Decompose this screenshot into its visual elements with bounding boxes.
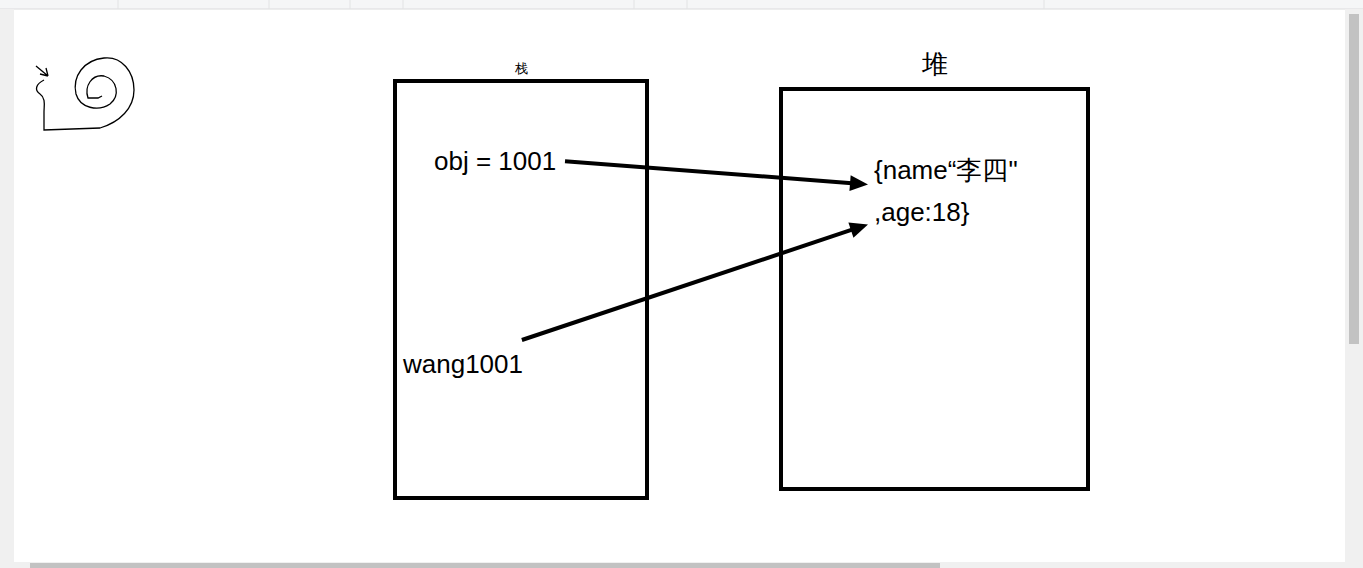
node-text: obj = 1001 <box>434 146 556 176</box>
arrow-head <box>849 175 868 191</box>
box-heading: 栈 <box>397 60 645 78</box>
toolbar-separators <box>118 0 1044 9</box>
box-heading: 堆 <box>783 47 1086 82</box>
toolbar-border <box>0 9 1363 10</box>
snail-doodle <box>36 58 134 130</box>
canvas-margin <box>0 9 14 568</box>
scroll-thumb <box>1349 14 1359 344</box>
arrow-line <box>522 229 853 340</box>
arrow-line <box>565 161 852 183</box>
vertical-scrollbar <box>1345 9 1363 568</box>
reference-arrow <box>522 223 868 340</box>
heap-box: 堆{name“李四" ,age:18} <box>779 87 1090 491</box>
node-text: wang1001 <box>403 349 523 379</box>
heap-object: {name“李四" ,age:18} <box>874 150 1056 234</box>
arrow-head <box>848 223 868 238</box>
toolbar-strip <box>0 0 1363 9</box>
stack-box: 栈obj = 1001wang1001 <box>393 79 649 500</box>
node-text: {name“李四" ,age:18} <box>874 150 1052 233</box>
horizontal-scrollbar <box>14 562 1345 568</box>
stack-variable: wang1001 <box>403 344 527 374</box>
reference-arrow <box>565 161 868 191</box>
stack-variable: obj = 1001 <box>434 141 561 171</box>
scroll-thumb <box>30 563 940 568</box>
